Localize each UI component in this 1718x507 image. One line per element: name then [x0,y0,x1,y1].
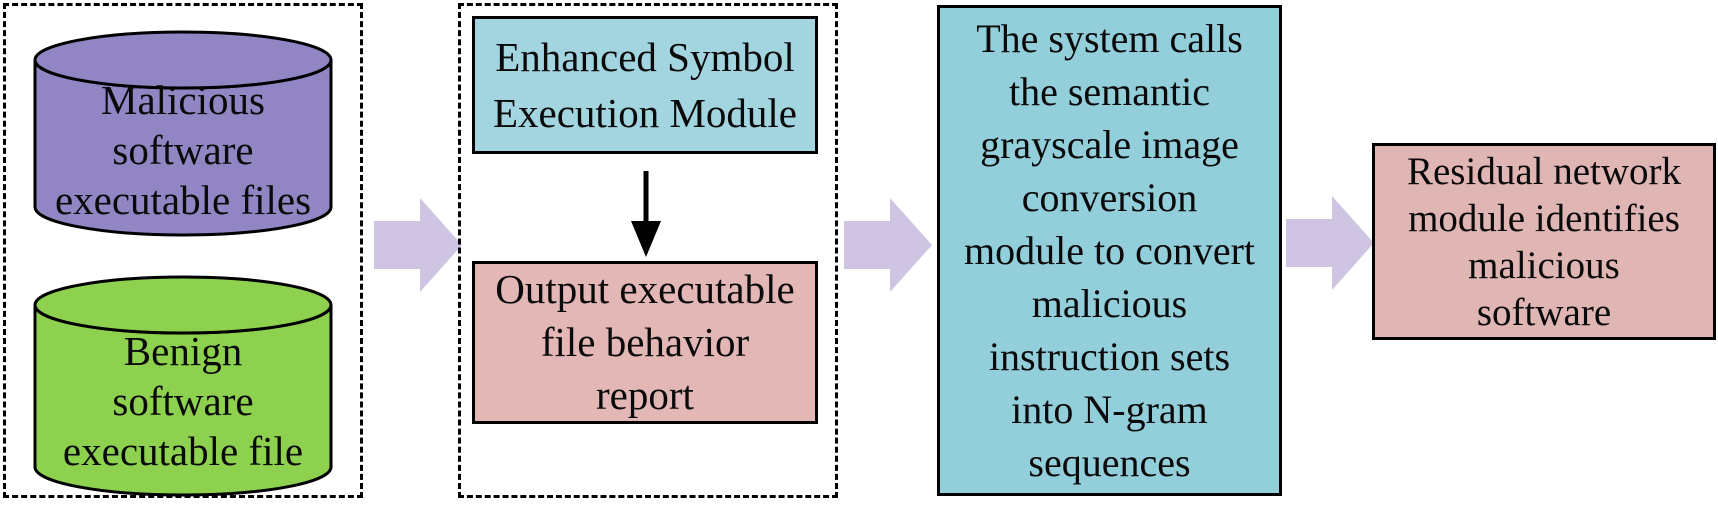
database-cylinder-icon [33,275,333,497]
database-cylinder-icon [33,30,333,237]
behavior-report-box: Output executable file behavior report [472,261,818,424]
flow-arrow-right-icon [844,198,932,292]
symbolic-execution-group [458,3,838,498]
malicious-db-cylinder: Malicious software executable files [33,30,333,237]
grayscale-conversion-box: The system calls the semantic grayscale … [937,5,1282,496]
enhanced-symbol-module-box: Enhanced Symbol Execution Module [472,16,818,154]
flow-arrow-right-icon [1286,196,1374,290]
down-arrow-icon [631,171,661,257]
malicious-db-label: Malicious software executable files [54,76,312,223]
benign-db-cylinder: Benign software executable file [33,275,333,497]
flow-arrow-right-icon [374,198,462,292]
benign-db-label: Benign software executable file [62,328,304,474]
residual-network-box: Residual network module identifies malic… [1372,143,1716,340]
